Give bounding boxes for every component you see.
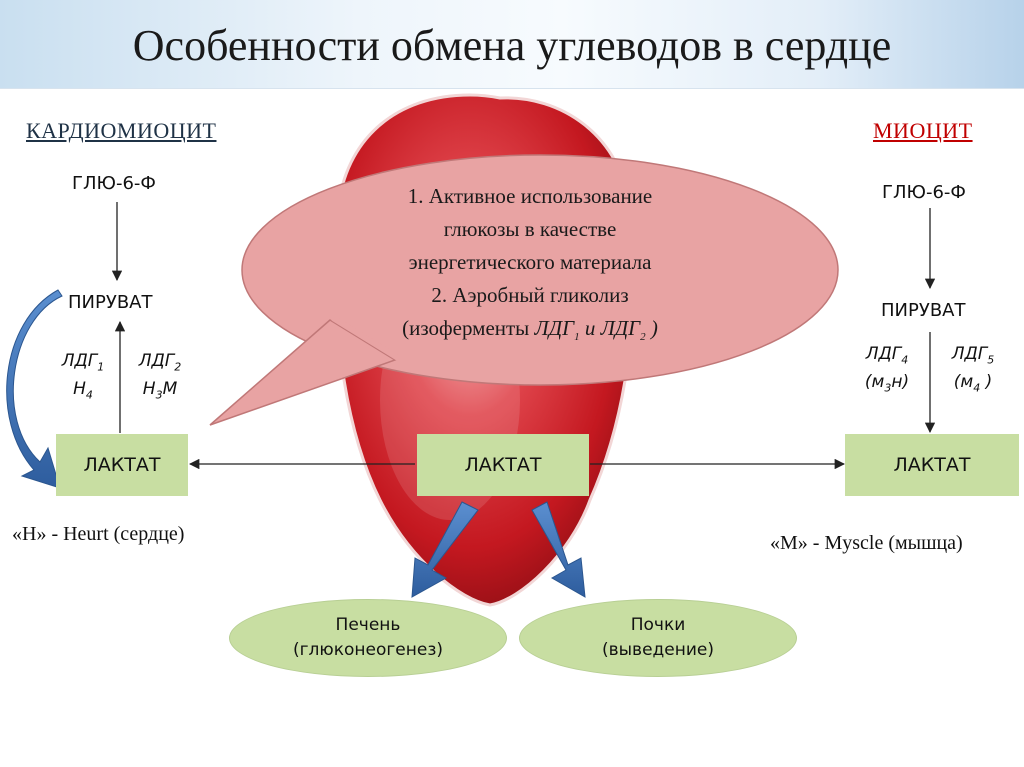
right-lactate-box: ЛАКТАТ [845, 434, 1019, 496]
kidney-oval: Почки (выведение) [519, 599, 797, 677]
ldh2-label: ЛДГ2 Н3М [130, 350, 190, 407]
left-pyruvate-label: ПИРУВАТ [68, 292, 152, 313]
curved-blue-arrow [7, 290, 62, 488]
right-column-heading: МИОЦИТ [873, 118, 973, 144]
left-note: «Н» - Heurt (сердце) [12, 523, 184, 546]
bubble-text: 1. Активное использование глюкозы в каче… [340, 180, 720, 354]
liver-oval: Печень (глюконеогенез) [229, 599, 507, 677]
ldh1-label: ЛДГ1 Н4 [58, 350, 108, 407]
center-lactate-box: ЛАКТАТ [417, 434, 589, 496]
left-glu-label: ГЛЮ-6-Ф [72, 173, 156, 194]
ldh4-label: ЛДГ4 (м3н) [856, 343, 918, 400]
right-pyruvate-label: ПИРУВАТ [881, 300, 965, 321]
right-glu-label: ГЛЮ-6-Ф [882, 182, 966, 203]
left-lactate-box: ЛАКТАТ [56, 434, 188, 496]
right-note: «М» - Myscle (мышца) [770, 532, 963, 555]
ldh5-label: ЛДГ5 (м4 ) [942, 343, 1004, 400]
left-column-heading: КАРДИОМИОЦИТ [26, 118, 216, 144]
